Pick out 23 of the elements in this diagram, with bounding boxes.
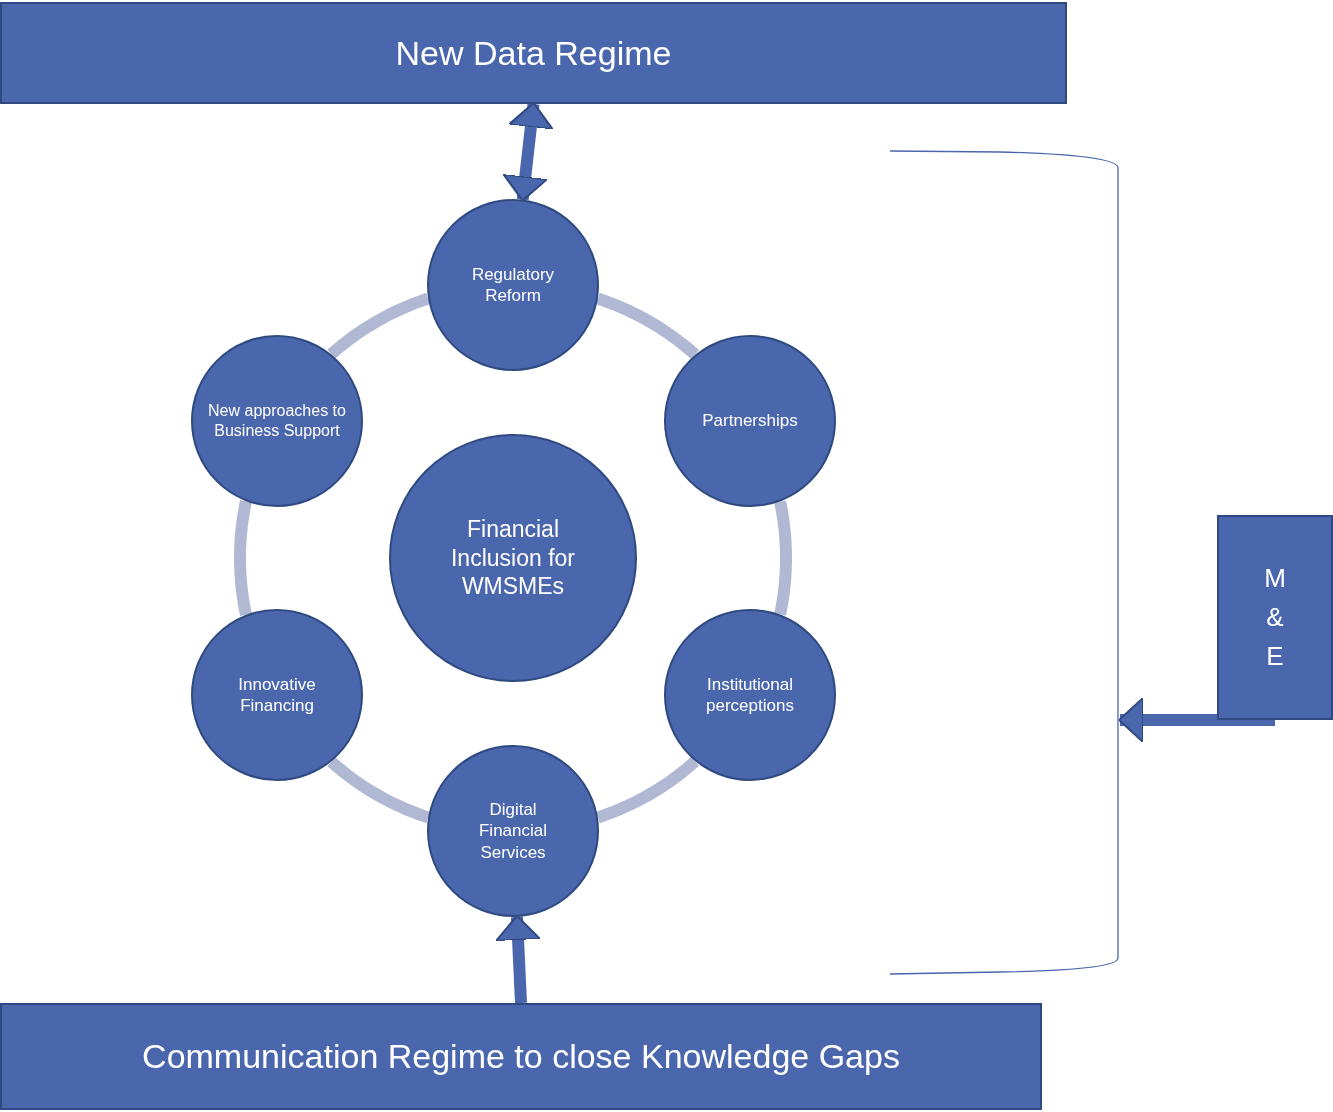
node-label: Partnerships: [702, 410, 798, 432]
node-label: Financial Inclusion for WMSMEs: [450, 514, 576, 602]
ring-connector: [327, 292, 430, 359]
block-arrow: [502, 102, 554, 202]
ring-connector: [774, 500, 792, 616]
ring-connector: [596, 756, 700, 824]
node-label: M & E: [1263, 562, 1287, 673]
node-label: Innovative Financing: [237, 673, 317, 717]
ring-connector: [327, 757, 430, 824]
block-arrow: [495, 914, 542, 1004]
ring-connector: [234, 500, 252, 616]
node-label: Communication Regime to close Knowledge Gaps: [142, 1036, 900, 1078]
node-label: Regulatory Reform: [470, 263, 556, 307]
block-arrow: [1118, 697, 1275, 743]
banner-box: [0, 2, 1067, 104]
side-box: [1217, 515, 1333, 720]
node-label: New approaches to Business Support: [207, 401, 347, 441]
bracket: [888, 149, 1120, 977]
node-label: Digital Financial Services: [477, 799, 548, 863]
banner-box: [0, 1003, 1042, 1110]
ring-connector: [596, 292, 700, 360]
node-label: Institutional perceptions: [705, 673, 795, 717]
node-label: New Data Regime: [395, 32, 672, 74]
